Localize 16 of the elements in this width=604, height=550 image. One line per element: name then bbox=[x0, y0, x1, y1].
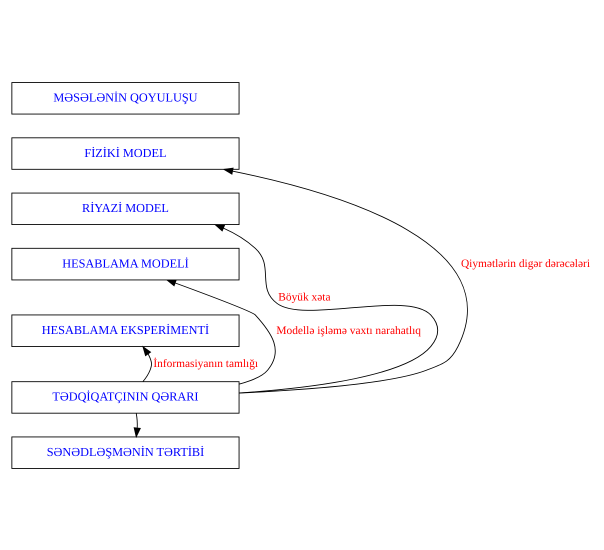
arrow bbox=[134, 412, 141, 438]
node-box: HESABLAMA EKSPERİMENTİ bbox=[11, 314, 240, 346]
node-box: MƏSƏLƏNİN QOYULUŞU bbox=[11, 82, 240, 114]
arrow bbox=[214, 224, 438, 393]
node-box: FİZİKİ MODEL bbox=[11, 136, 240, 170]
edge-label: Böyük xəta bbox=[278, 290, 331, 303]
arrow bbox=[166, 278, 276, 384]
edge-label: Qiymətlərin digər dərəcələri bbox=[460, 258, 590, 270]
edge-label: İnformasiyanın tamlığı bbox=[153, 358, 258, 370]
edge-label: Modellə işləmə vaxtı narahatlıq bbox=[276, 324, 421, 336]
arrow bbox=[222, 167, 468, 393]
node-box: TƏDQİQATÇININ QƏRARI bbox=[11, 380, 240, 414]
node-box: HESABLAMA MODELİ bbox=[11, 247, 240, 280]
node-box: RİYAZİ MODEL bbox=[11, 192, 240, 225]
node-box: SƏNƏDLƏŞMƏNİN TƏRTİBİ bbox=[11, 436, 240, 468]
arrow bbox=[142, 345, 152, 382]
